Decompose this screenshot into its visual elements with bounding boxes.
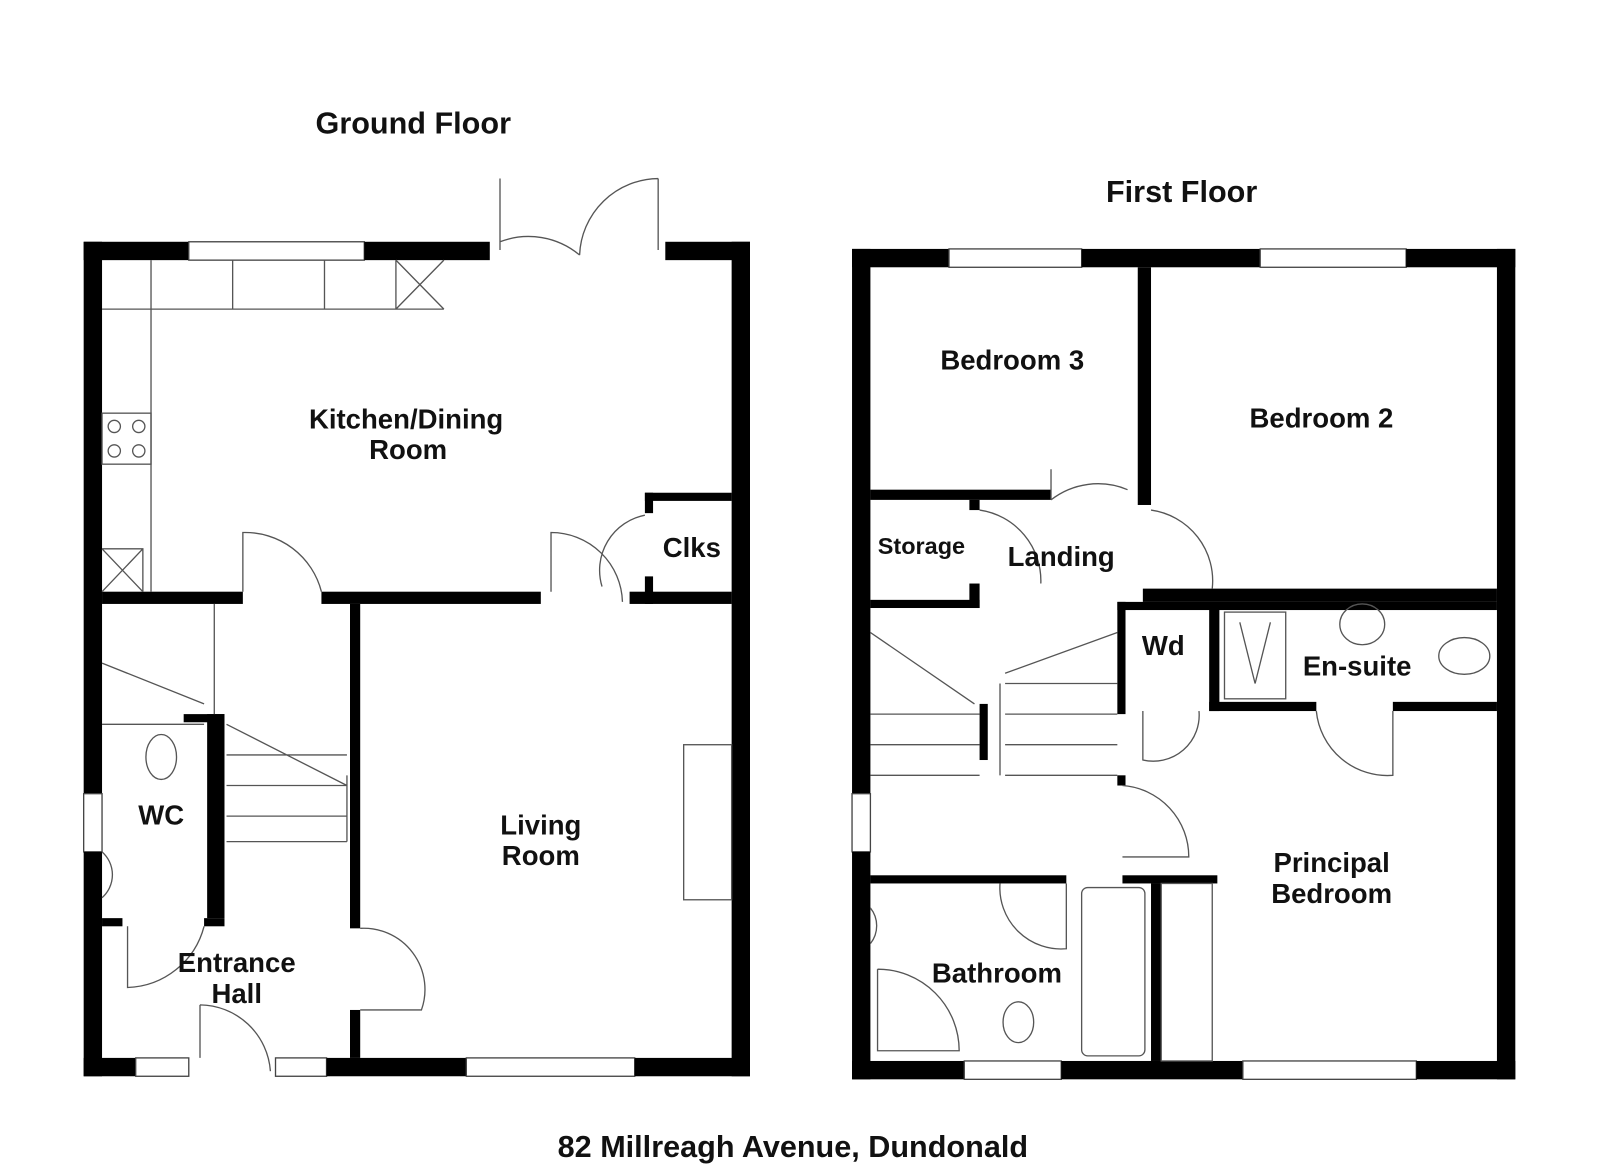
first-floor-title: First Floor	[1106, 175, 1257, 209]
ground-floor-walls	[83, 241, 750, 1077]
ground-floor-title: Ground Floor	[316, 107, 512, 141]
wc-label: WC	[138, 799, 184, 830]
wd-label: Wd	[1142, 630, 1185, 661]
kitchen-dining-label: Kitchen/Dining	[309, 403, 503, 434]
first-floor-fixtures	[869, 469, 1491, 1062]
entrance-hall-label: Entrance	[178, 947, 296, 978]
entrance-hall-label-2: Hall	[211, 978, 262, 1009]
address-caption: 82 Millreagh Avenue, Dundonald	[558, 1130, 1028, 1164]
living-room-label: Living	[500, 809, 581, 840]
bedroom-2-label: Bedroom 2	[1250, 402, 1394, 433]
ensuite-label: En-suite	[1303, 650, 1412, 681]
living-room-label-2: Room	[502, 840, 580, 871]
landing-label: Landing	[1008, 541, 1115, 572]
ground-floor-fixtures	[101, 177, 733, 1072]
principal-bedroom-label: Principal	[1273, 847, 1389, 878]
kitchen-dining-label-2: Room	[369, 434, 447, 465]
storage-label: Storage	[878, 533, 965, 559]
bathroom-label: Bathroom	[932, 957, 1062, 988]
first-floor-walls	[851, 248, 1516, 1080]
principal-bedroom-label-2: Bedroom	[1271, 878, 1392, 909]
bedroom-3-label: Bedroom 3	[940, 344, 1084, 375]
clks-label: Clks	[663, 532, 721, 563]
